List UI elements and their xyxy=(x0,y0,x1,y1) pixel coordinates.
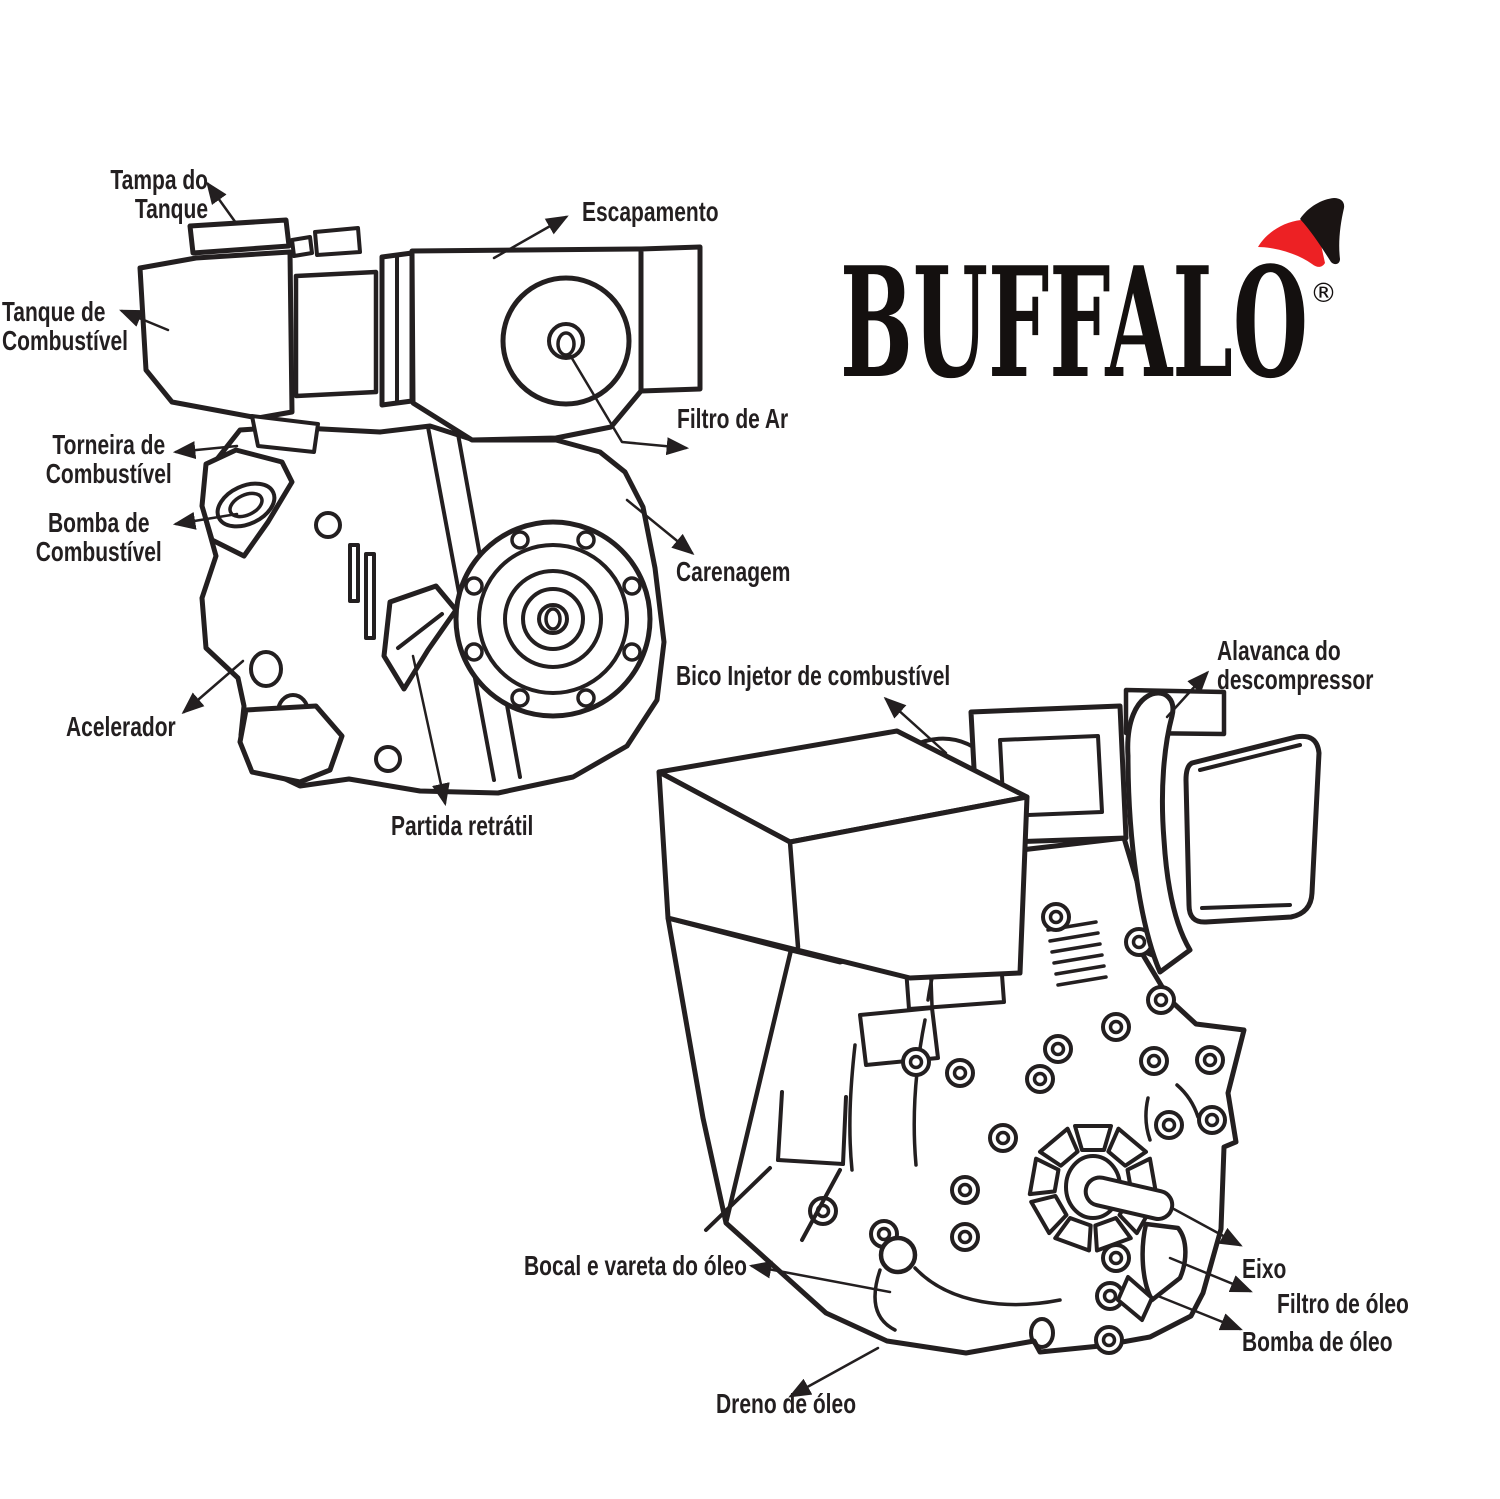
label-carenagem: Carenagem xyxy=(676,556,791,587)
throttle-hole-upper xyxy=(249,650,283,688)
label-torneira-de-combustivel: Torneira de Combustível xyxy=(45,429,172,489)
oil-filter xyxy=(1140,1221,1188,1303)
leader-tanque-de-combustivel xyxy=(119,309,170,332)
leader-tampa-do-tanque xyxy=(206,181,238,225)
leader-eixo xyxy=(1170,1206,1243,1247)
fuel-tap xyxy=(250,414,320,454)
leader-acelerador xyxy=(181,659,245,715)
logo-swoosh-black-icon xyxy=(1300,198,1345,265)
leader-lines xyxy=(119,181,1253,1398)
leader-bico-injetor xyxy=(883,696,948,755)
fuel-tank-cap xyxy=(187,217,292,256)
label-bomba-de-combustivel: Bomba de Combustível xyxy=(35,507,162,567)
label-alavanca-descompressor: Alavanca do descompressor xyxy=(1217,635,1374,695)
decompressor-lever xyxy=(1125,690,1193,975)
label-escapamento: Escapamento xyxy=(582,196,719,227)
buffalo-logo: BUFFALO ® xyxy=(840,198,1345,412)
oil-pump xyxy=(1116,1275,1154,1322)
brand-wordmark: BUFFALO xyxy=(840,233,1308,412)
label-filtro-de-oleo: Filtro de óleo xyxy=(1277,1288,1409,1319)
leader-bomba-de-oleo xyxy=(1156,1294,1243,1331)
front-engine-drawing xyxy=(137,217,703,796)
label-bocal-e-vareta-do-oleo: Bocal e vareta do óleo xyxy=(524,1250,747,1281)
air-filter-housing xyxy=(500,275,632,407)
label-partida-retratil: Partida retrátil xyxy=(391,810,534,841)
oil-filler-neck xyxy=(878,1235,918,1275)
fuel-pump-bracket xyxy=(199,447,295,559)
flywheel-fan xyxy=(1027,1124,1175,1253)
registered-trademark-icon: ® xyxy=(1310,278,1337,309)
leader-alavanca-descompressor xyxy=(1165,670,1210,719)
rear-engine-drawing xyxy=(656,687,1322,1356)
leader-partida-retratil xyxy=(411,654,450,807)
label-filtro-de-ar: Filtro de Ar xyxy=(677,403,789,434)
recoil-starter-handle xyxy=(381,583,459,692)
label-acelerador: Acelerador xyxy=(66,711,176,742)
air-cleaner-box xyxy=(656,728,1030,981)
recoil-starter-flywheel xyxy=(453,519,653,719)
leader-escapamento xyxy=(492,215,569,260)
leader-filtro-de-ar xyxy=(568,353,690,456)
mounting-foot xyxy=(237,703,345,785)
case-bolts xyxy=(808,902,1227,1355)
label-tampa-do-tanque: Tampa do Tanque xyxy=(110,164,208,224)
muffler-rear-view xyxy=(1183,733,1322,925)
leader-bomba-de-combustivel xyxy=(172,511,239,530)
label-bico-injetor: Bico Injetor de combustível xyxy=(676,660,951,691)
leader-filtro-de-oleo xyxy=(1168,1256,1253,1293)
leader-carenagem xyxy=(625,498,695,555)
leader-torneira-de-combustivel xyxy=(172,441,239,460)
leader-dreno-de-oleo xyxy=(788,1346,880,1398)
label-tanque-de-combustivel: Tanque de Combustível xyxy=(2,296,129,356)
label-bomba-de-oleo: Bomba de óleo xyxy=(1242,1326,1393,1357)
logo-swoosh-red-icon xyxy=(1258,219,1325,267)
label-dreno-de-oleo: Dreno de óleo xyxy=(716,1388,857,1419)
leader-bocal-e-vareta xyxy=(748,1260,892,1294)
oil-drain-plug xyxy=(1029,1317,1055,1349)
fuel-tank xyxy=(137,249,295,421)
label-eixo: Eixo xyxy=(1242,1253,1287,1284)
